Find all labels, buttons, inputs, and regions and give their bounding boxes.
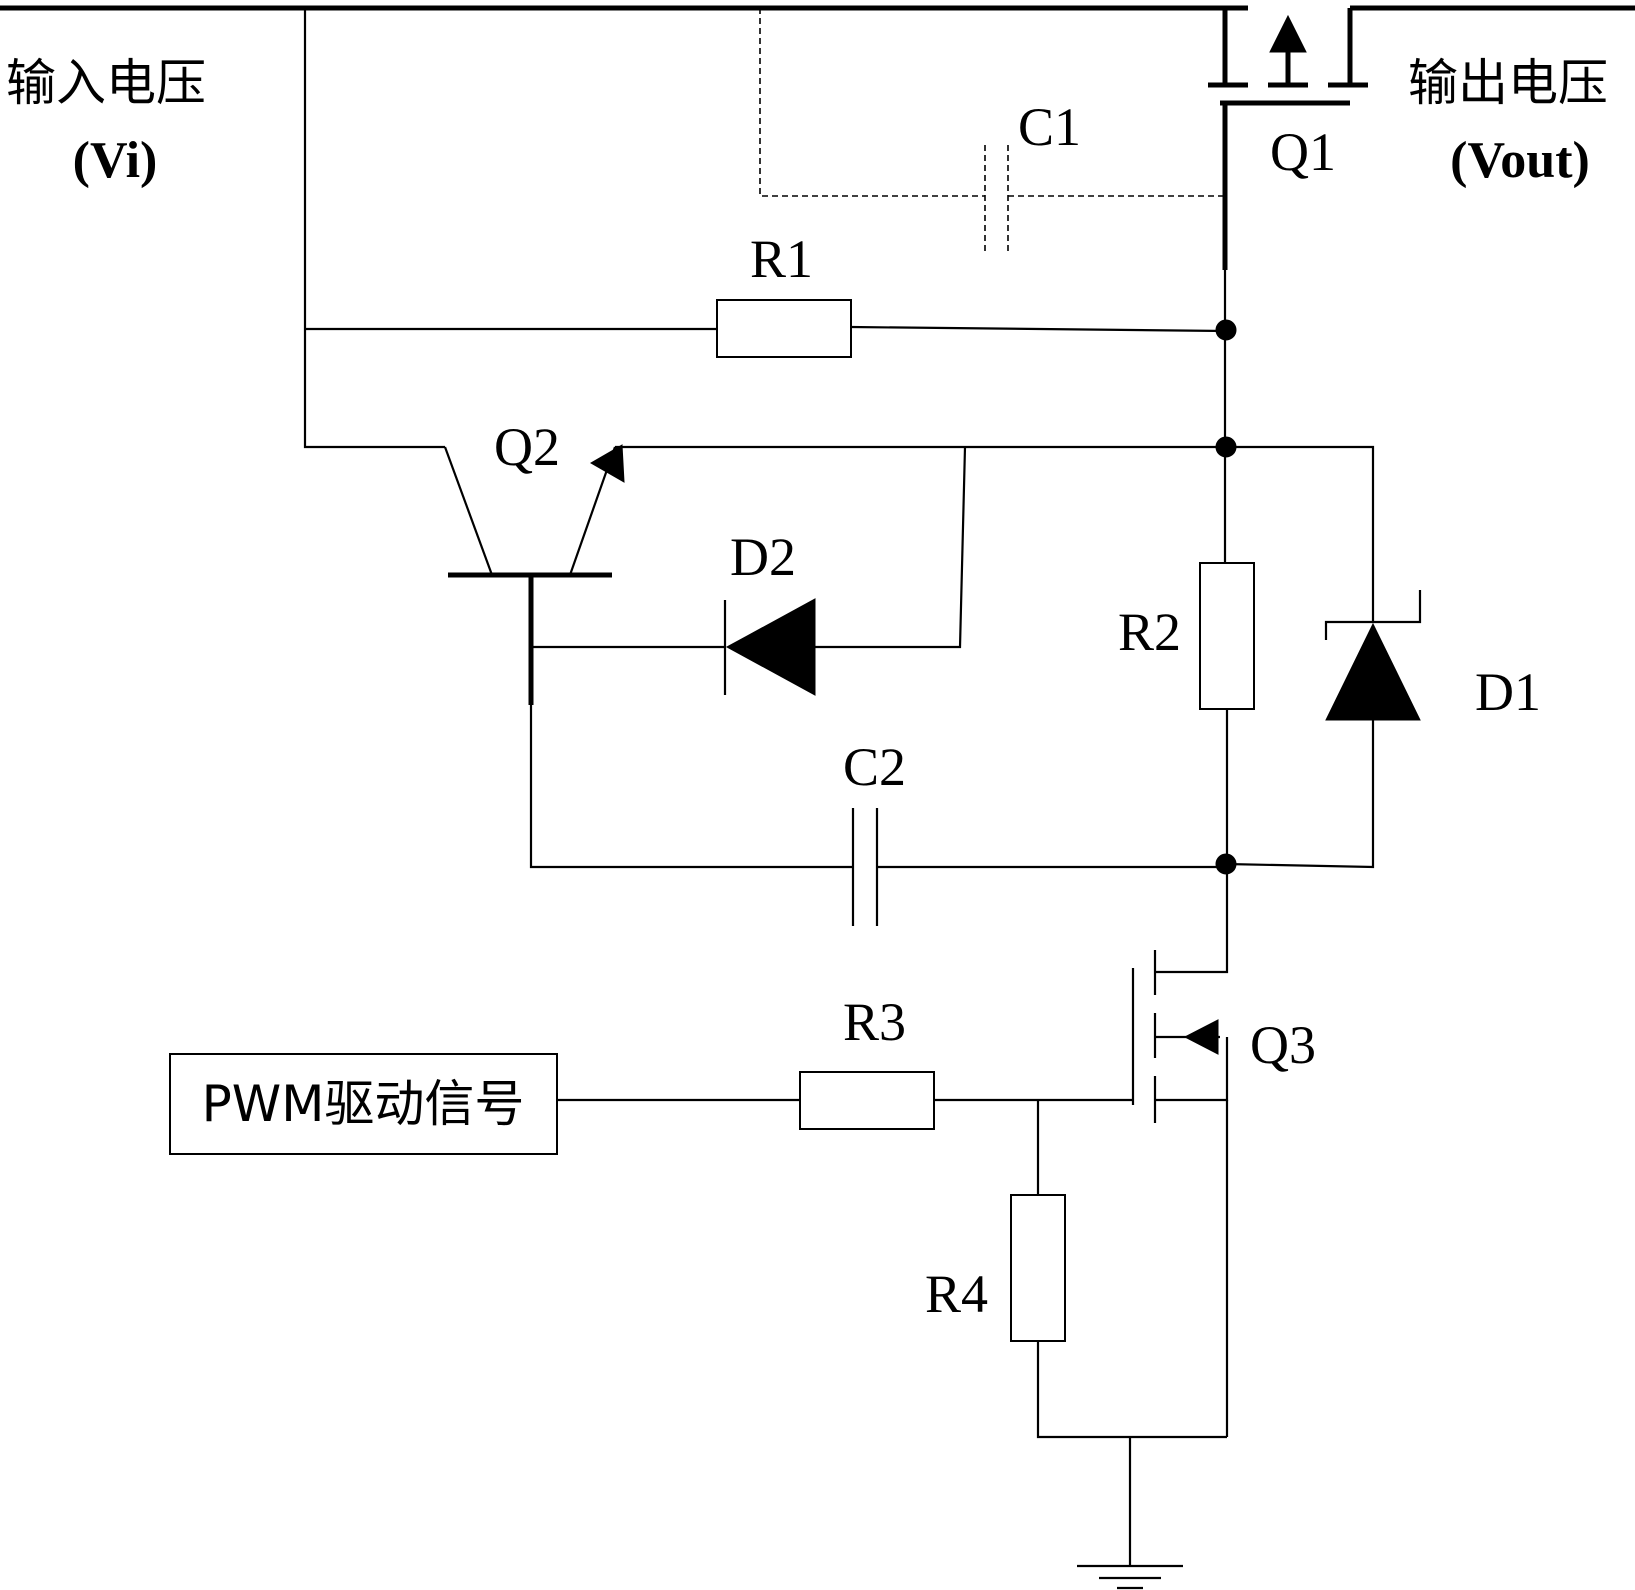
r4-resistor: [1010, 1100, 1227, 1439]
q2-label: Q2: [494, 417, 560, 477]
r2-label: R2: [1118, 602, 1181, 662]
q2-arrow-icon: [590, 444, 625, 483]
q3-arrow-icon: [1183, 1019, 1219, 1055]
q1-arrow-icon: [1269, 14, 1307, 53]
q3-label: Q3: [1250, 1015, 1316, 1075]
pwm-block: [169, 1053, 558, 1155]
d1-zener-diode: [1225, 445, 1422, 869]
d1-label: D1: [1475, 662, 1541, 722]
c1-label: C1: [1018, 97, 1081, 157]
q1-mosfet: [1208, 14, 1368, 270]
r4-label: R4: [925, 1264, 988, 1324]
r1-resistor: [305, 299, 1226, 358]
d2-diode: [531, 446, 967, 696]
q2-transistor: [443, 444, 1225, 705]
input-voltage-rail: [0, 5, 1248, 85]
input-voltage-label: 输入电压: [6, 54, 206, 112]
c1-capacitor: [759, 8, 1225, 255]
pwm-signal-path: [557, 1071, 1133, 1130]
output-voltage-symbol: (Vout): [1450, 132, 1590, 189]
c2-label: C2: [843, 737, 906, 797]
junction-dot: [1215, 319, 1237, 341]
input-voltage-symbol: (Vi): [73, 132, 158, 189]
output-voltage-label: 输出电压: [1408, 54, 1608, 112]
wire-q2-base: [529, 705, 853, 869]
r3-label: R3: [843, 992, 906, 1052]
output-voltage-rail: [1347, 5, 1635, 85]
ground-icon: [1077, 1437, 1183, 1590]
q3-mosfet: [1131, 867, 1229, 1437]
wire-left-input: [303, 8, 445, 449]
r1-label: R1: [750, 229, 813, 289]
q1-label: Q1: [1270, 122, 1336, 182]
d2-label: D2: [730, 527, 796, 587]
c2-capacitor: [851, 808, 1226, 926]
pwm-block-label: PWM驱动信号: [202, 1075, 525, 1133]
r2-resistor: [1199, 562, 1255, 864]
